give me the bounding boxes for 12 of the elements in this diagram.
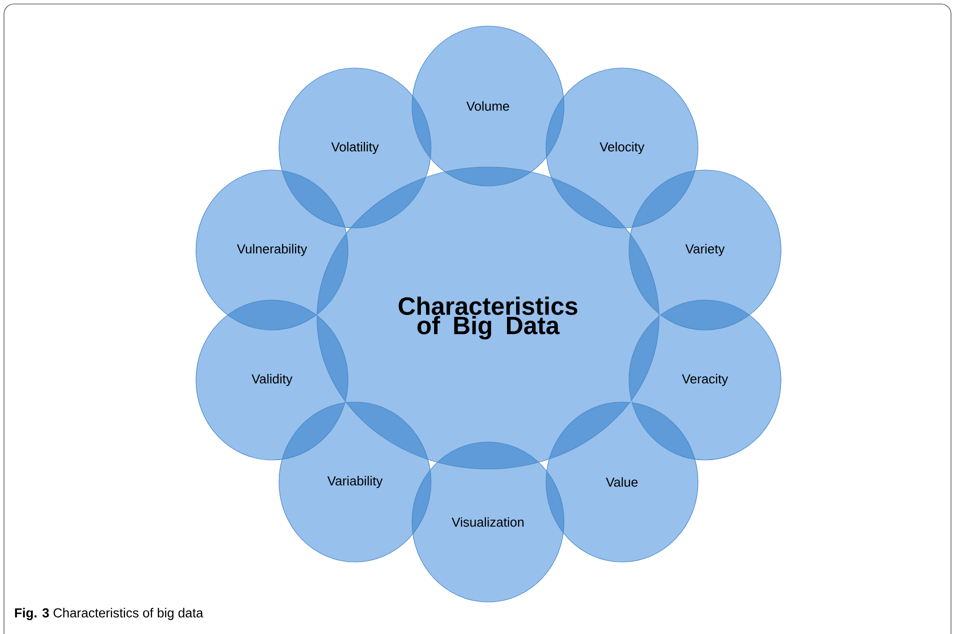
circle-node: Variety [628, 170, 782, 330]
circle-node: Variability [278, 402, 432, 562]
circle-node: Vulnerability [196, 170, 348, 330]
circle-node: Volatility [278, 68, 432, 228]
circle-node: Characteristics of Big Data [316, 166, 660, 470]
circle-node: Veracity [628, 300, 782, 460]
circle-node: Velocity [546, 68, 698, 228]
figure-caption: Fig. 3 Characteristics of big data [15, 608, 204, 620]
circle-node: Value [546, 402, 698, 562]
circle-node: Visualization [412, 442, 564, 602]
circle-node: Validity [196, 300, 348, 460]
circle-node: Volume [412, 26, 564, 186]
